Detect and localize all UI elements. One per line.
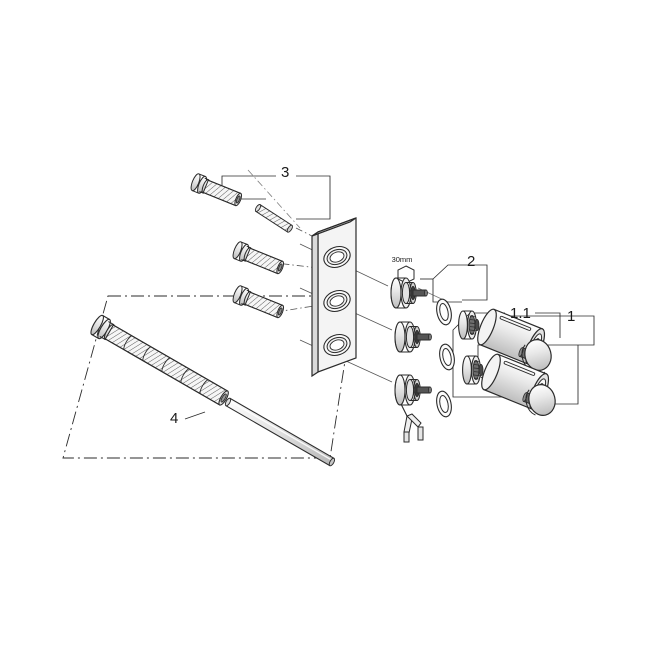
part-sealing-washer-1 bbox=[436, 298, 452, 326]
callout-label-1-1: 1.1 bbox=[510, 305, 531, 322]
part-extension-body bbox=[90, 314, 229, 406]
part-splined-adapter-2 bbox=[462, 355, 484, 385]
callout-label-4: 4 bbox=[170, 410, 178, 427]
part-splined-adapter-1 bbox=[458, 310, 480, 340]
plate-port-3 bbox=[323, 333, 351, 357]
part-handle-end-cap-1 bbox=[521, 339, 552, 371]
callout-label-2: 2 bbox=[467, 253, 475, 270]
part-mounting-plate bbox=[311, 217, 357, 378]
part-service-key-tool bbox=[400, 403, 424, 443]
part-valve-cartridge-1 bbox=[390, 277, 428, 309]
callout-leader-4 bbox=[184, 411, 206, 420]
part-sealing-washer-3 bbox=[436, 390, 452, 418]
part-sealing-washer-2 bbox=[439, 343, 455, 371]
part-threaded-pin bbox=[254, 203, 293, 233]
part-extension-rod bbox=[224, 397, 336, 467]
plate-port-2 bbox=[323, 289, 351, 313]
plate-port-1 bbox=[323, 245, 351, 269]
callout-label-3: 3 bbox=[281, 164, 289, 181]
dimension-label-30mm: 30mm bbox=[392, 255, 413, 264]
callout-label-1: 1 bbox=[567, 308, 575, 325]
group-boundary-4 bbox=[62, 295, 356, 459]
part-handle-end-cap-2 bbox=[525, 384, 556, 416]
part-valve-cartridge-2 bbox=[394, 321, 432, 353]
